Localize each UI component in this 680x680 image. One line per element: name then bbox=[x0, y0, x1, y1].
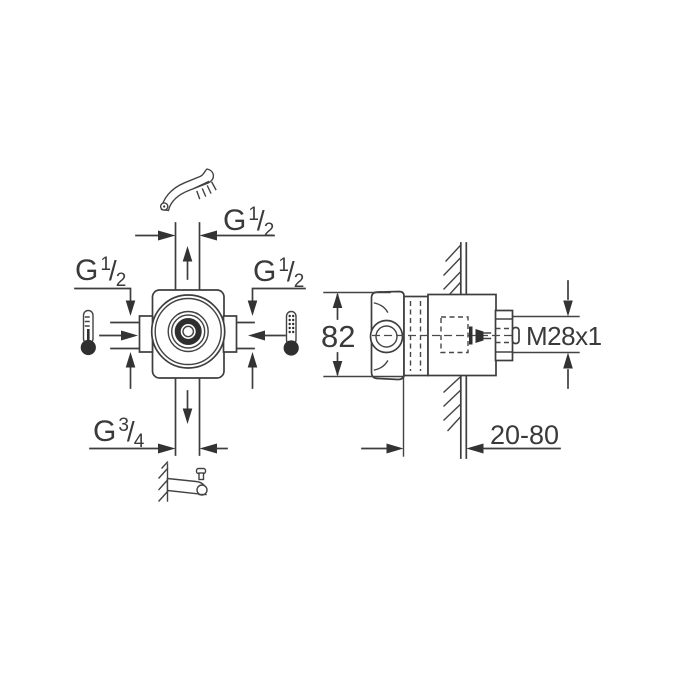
dim-thread: M28x1 bbox=[512, 280, 602, 389]
valve-body-side bbox=[369, 290, 520, 381]
pipes bbox=[110, 222, 255, 456]
dim-body-height: 82 bbox=[321, 291, 405, 378]
body-height-label: 82 bbox=[321, 319, 355, 354]
left-port bbox=[138, 315, 154, 353]
spindle-detail bbox=[469, 326, 473, 345]
bottom-pipe bbox=[174, 377, 201, 456]
right-stub-pipe bbox=[235, 321, 255, 350]
tub-spout-icon bbox=[158, 461, 208, 502]
left-stub-pipe bbox=[110, 321, 141, 350]
cold-thermometer-icon bbox=[283, 310, 299, 356]
dim-installation-depth: 20-80 bbox=[361, 377, 561, 457]
hot-thermometer-icon bbox=[80, 309, 96, 356]
spindle-tip bbox=[511, 326, 520, 345]
flow-arrows bbox=[99, 246, 286, 424]
spindle-hub bbox=[174, 318, 202, 345]
hand-shower-icon bbox=[159, 168, 217, 212]
thread-size-label: M28x1 bbox=[526, 321, 602, 351]
side-view: 82 M28x1 20-80 bbox=[321, 242, 602, 459]
top-pipe bbox=[174, 222, 201, 291]
valve-body-front bbox=[138, 289, 238, 379]
installation-depth-label: 20-80 bbox=[490, 420, 559, 450]
side-outlet-boss bbox=[369, 319, 404, 354]
